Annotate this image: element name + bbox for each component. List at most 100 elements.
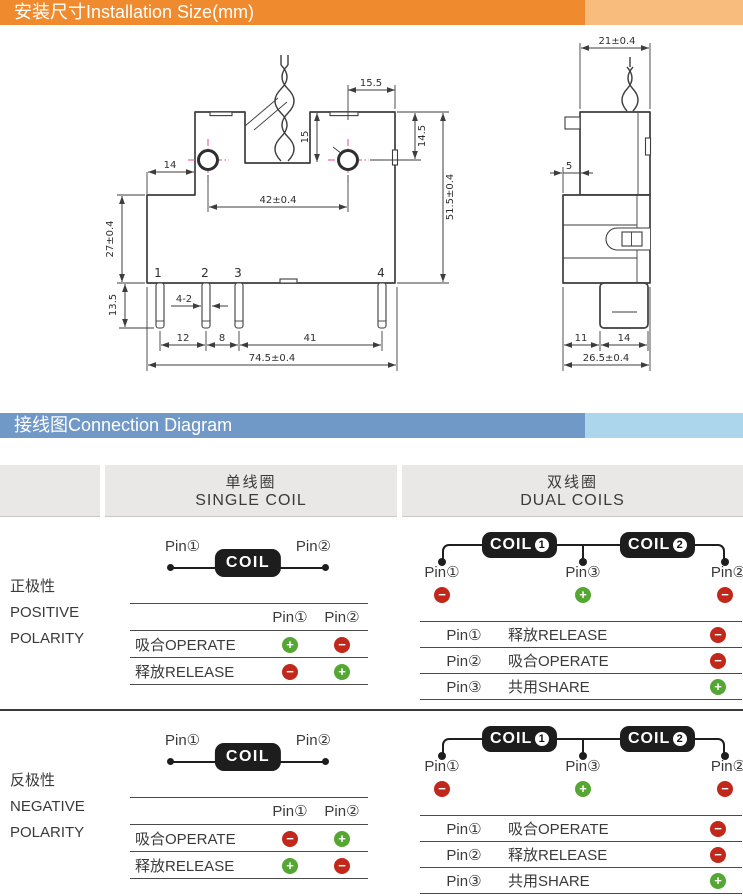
table-header-row: Pin① Pin② xyxy=(130,798,368,825)
connection-table: 单线圈 SINGLE COIL 双线圈 DUAL COILS 正极性 POSIT… xyxy=(0,465,743,895)
polarity-badge: − xyxy=(710,821,726,838)
polarity-badge: + xyxy=(710,679,726,696)
coil2-number: 2 xyxy=(673,732,688,746)
header-dual-coils: 双线圈 DUAL COILS xyxy=(402,465,743,517)
wire-terminal-dot xyxy=(579,558,587,566)
front-pins xyxy=(155,282,387,329)
coil1-number: 1 xyxy=(535,538,550,552)
col-pin2: Pin② xyxy=(324,609,360,626)
polarity-badge: − xyxy=(334,857,350,874)
positive-polarity-row: 正极性 POSITIVE POLARITY Pin① Pin② COIL Pin… xyxy=(0,517,743,709)
front-dimensions: 15.5 15 14.5 14 42±0.4 51.5±0.4 xyxy=(105,78,456,371)
wire-tap xyxy=(582,738,584,756)
dim-label: 74.5±0.4 xyxy=(249,353,296,364)
coil-box: COIL xyxy=(214,743,282,771)
dim-label: 27±0.4 xyxy=(105,220,116,257)
wire-terminal-dot xyxy=(721,752,729,760)
single-coil-table: Pin① Pin② 吸合OPERATE − + 释放RELEASE + − xyxy=(130,797,368,879)
polarity-badge: − xyxy=(334,636,350,653)
header-accent-tail xyxy=(585,413,743,438)
pin-number-2: 2 xyxy=(201,266,209,280)
negative-polarity-row: 反极性 NEGATIVE POLARITY Pin① Pin② COIL Pin… xyxy=(0,711,743,895)
dim-label: 15 xyxy=(300,131,311,144)
polarity-badge: + xyxy=(575,781,591,797)
pin2-label: Pin② xyxy=(295,538,331,555)
mounting-holes xyxy=(188,139,369,182)
table-row: Pin① 释放RELEASE − xyxy=(420,622,742,648)
dim-label: 26.5±0.4 xyxy=(583,353,630,364)
pin1-label: Pin① xyxy=(424,758,460,775)
positive-single-coil-cell: Pin① Pin② COIL Pin① Pin② 吸合OPERATE + − xyxy=(105,517,397,709)
polarity-badge: − xyxy=(282,663,298,680)
pin2-label: Pin② xyxy=(710,564,743,581)
dim-label: 8 xyxy=(219,333,225,344)
wire-terminal-dot xyxy=(167,564,174,571)
polarity-badge: + xyxy=(334,663,350,680)
front-view: 1 2 3 4 15.5 xyxy=(105,55,456,371)
dim-label: 11 xyxy=(575,333,588,344)
dim-label: 21±0.4 xyxy=(598,36,635,47)
side-dimensions: 21±0.4 5 11 14 26.5±0.4 xyxy=(550,36,651,371)
col-pin1: Pin① xyxy=(272,803,308,820)
pin-number-1: 1 xyxy=(154,266,162,280)
wire-terminal-dot xyxy=(322,758,329,765)
polarity-badge: − xyxy=(710,653,726,670)
polarity-label-zh: 反极性 xyxy=(10,772,56,789)
header-single-coil: 单线圈 SINGLE COIL xyxy=(105,465,397,517)
single-coil-label-en: SINGLE COIL xyxy=(195,492,307,509)
polarity-badge: + xyxy=(334,830,350,847)
polarity-badge: + xyxy=(282,636,298,653)
polarity-badge: − xyxy=(282,830,298,847)
single-coil-table: Pin① Pin② 吸合OPERATE + − 释放RELEASE − + xyxy=(130,603,368,685)
pin-number-4: 4 xyxy=(377,266,385,280)
single-coil-diagram: Pin① Pin② COIL xyxy=(165,729,331,785)
dim-label: 15.5 xyxy=(360,78,382,89)
installation-size-header: 安装尺寸Installation Size(mm) xyxy=(0,0,743,25)
dim-label: 42±0.4 xyxy=(259,195,296,206)
table-row: 释放RELEASE + − xyxy=(130,852,368,879)
dim-label: 14 xyxy=(164,160,177,171)
installation-drawing: 1 2 3 4 15.5 xyxy=(0,25,743,413)
polarity-label-en: NEGATIVE xyxy=(10,798,85,815)
pin3-label: Pin③ xyxy=(565,564,601,581)
polarity-badge: − xyxy=(434,781,450,797)
col-pin2: Pin② xyxy=(324,803,360,820)
negative-single-coil-cell: Pin① Pin② COIL Pin① Pin② 吸合OPERATE − + xyxy=(105,711,397,895)
dim-label: 5 xyxy=(566,161,572,172)
dim-label: 41 xyxy=(304,333,317,344)
wire-terminal-dot xyxy=(167,758,174,765)
wire-terminal-dot xyxy=(721,558,729,566)
table-row: 释放RELEASE − + xyxy=(130,658,368,685)
dim-label: 12 xyxy=(177,333,190,344)
polarity-label-en: POLARITY xyxy=(10,630,85,647)
polarity-badge: − xyxy=(710,847,726,864)
table-row: 吸合OPERATE + − xyxy=(130,631,368,658)
table-row: Pin① 吸合OPERATE − xyxy=(420,816,742,842)
dim-label: 4-2 xyxy=(176,294,192,305)
dual-coils-table: Pin① 释放RELEASE − Pin② 吸合OPERATE − Pin③ 共… xyxy=(420,621,742,700)
polarity-badge: + xyxy=(282,857,298,874)
table-row: Pin② 吸合OPERATE − xyxy=(420,648,742,674)
positive-polarity-label: 正极性 POSITIVE POLARITY xyxy=(0,517,105,709)
wire-tap xyxy=(582,544,584,562)
connection-diagram-title: 接线图Connection Diagram xyxy=(14,415,233,435)
dim-label: 14 xyxy=(618,333,631,344)
dual-coils-label-zh: 双线圈 xyxy=(546,474,598,491)
pin-number-3: 3 xyxy=(234,266,242,280)
polarity-badge: − xyxy=(717,781,733,797)
wire-terminal-dot xyxy=(438,752,446,760)
negative-polarity-label: 反极性 NEGATIVE POLARITY xyxy=(0,711,105,895)
pin2-label: Pin② xyxy=(295,732,331,749)
dim-label: 13.5 xyxy=(108,294,119,316)
pin3-label: Pin③ xyxy=(565,758,601,775)
coil-box: COIL xyxy=(214,549,282,577)
polarity-label-en: POLARITY xyxy=(10,824,85,841)
polarity-label-zh: 正极性 xyxy=(10,578,56,595)
pin2-label: Pin② xyxy=(710,758,743,775)
